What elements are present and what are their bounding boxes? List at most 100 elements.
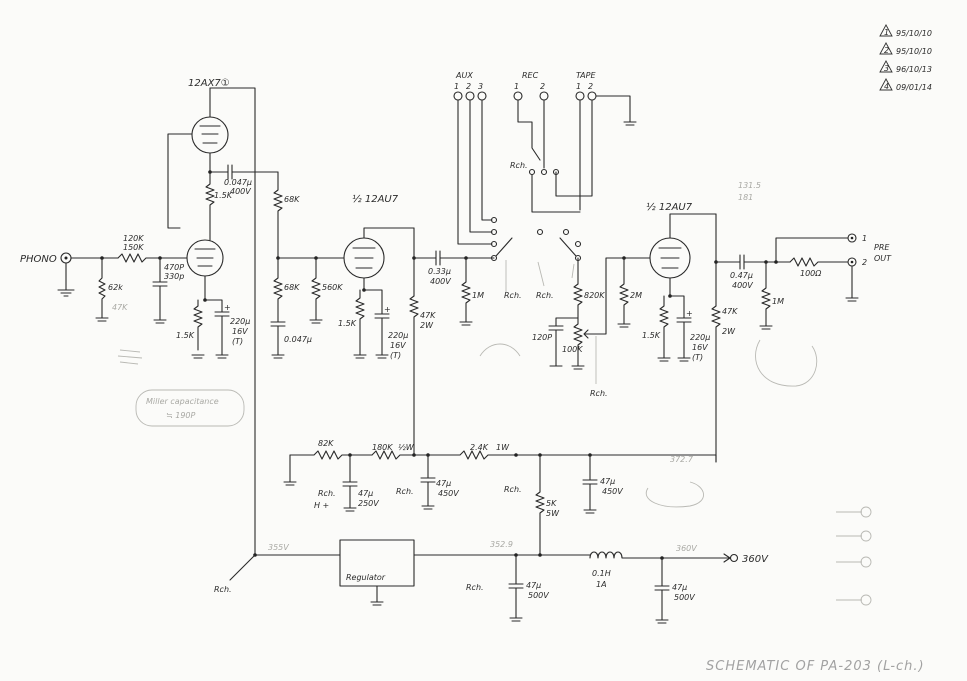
pre-out-pin-1: 1 [862, 234, 867, 243]
label-100ohm: 100Ω [800, 269, 822, 278]
revision-list: 1 95/10/10 2 95/10/10 3 96/10/13 4 09/01… [879, 24, 932, 92]
label-330p: 330p [164, 272, 184, 281]
miller-note-value: ≒ 190P [166, 411, 196, 420]
label-820k: 820K [584, 291, 605, 300]
revision-mark-2: 2 [879, 42, 893, 55]
pre-out-label-1: PRE [874, 243, 890, 252]
tape-pin-2: 2 [588, 82, 593, 91]
revision-mark-3: 3 [879, 60, 893, 73]
tube-12au7-b [649, 213, 717, 297]
resistor-1-5k-c [353, 289, 367, 359]
rec-jacks [513, 91, 549, 169]
label-t-c: (T) [692, 353, 703, 362]
label-470p: 470P [164, 263, 184, 272]
tube-12ax7-upper [167, 87, 229, 229]
label-033u: 0.33μ [428, 267, 451, 276]
label-82k: 82K [318, 439, 334, 448]
label-0047u: 0.047μ [284, 335, 312, 344]
label-rch-switch: Rch. [510, 161, 528, 170]
label-5k: 5K [546, 499, 557, 508]
aux-label: AUX [455, 71, 473, 80]
label-500v-b: 500V [674, 593, 695, 602]
pencil-connector-notes [836, 511, 862, 601]
label-2-4k: 2.4K [470, 443, 489, 452]
revision-date-3: 96/10/13 [896, 65, 932, 74]
regulator-label: Regulator [346, 573, 386, 582]
label-47k-input: 47K [112, 303, 128, 312]
resistor-1-5k-a [205, 177, 215, 241]
label-62k: 62k [108, 283, 123, 292]
resistor-560k [309, 257, 323, 324]
aux-pin-2: 2 [466, 82, 471, 91]
label-2w-b: 2W [722, 327, 736, 336]
label-400v-b: 400V [430, 277, 451, 286]
label-01h: 0.1H [592, 569, 611, 578]
label-16v-c: 16V [692, 343, 708, 352]
note-3727: 372.7 [670, 455, 694, 464]
pre-out-pin-2: 2 [862, 258, 867, 267]
pencil-scribble-2 [479, 343, 521, 357]
tube-12ax7-lower [175, 239, 224, 301]
note-3529: 352.9 [490, 540, 513, 549]
label-47k-b: 47K [722, 307, 738, 316]
rec-pin-1: 1 [514, 82, 519, 91]
label-5w: 5W [546, 509, 560, 518]
resistor-1-5k-d [657, 295, 671, 362]
resistor-68k-a [273, 171, 283, 259]
label-450v-a: 450V [438, 489, 459, 498]
resistor-100ohm [789, 257, 849, 267]
aux-pin-1: 1 [454, 82, 459, 91]
capacitor-47u-d [508, 554, 524, 622]
label-rch-sel-1: Rch. [504, 291, 522, 300]
aux-pin-3: 3 [478, 82, 483, 91]
revision-mark-4: 4 [879, 78, 893, 91]
rail-ground-left [283, 454, 297, 486]
miller-note-text: Miller capacitance [146, 397, 219, 406]
capacitor-220u-b: + [363, 289, 391, 359]
label-150k: 150K [123, 243, 144, 252]
label-rch-pot: Rch. [590, 389, 608, 398]
schematic-title: SCHEMATIC OF PA-203 (L-ch.) [706, 659, 925, 674]
label-2m: 2M [630, 291, 642, 300]
label-1-5k-a: 1.5K [214, 191, 233, 200]
note-1315: 131.5 [738, 181, 761, 190]
label-47u-e: 47μ [672, 583, 687, 592]
label-t-a: (T) [232, 337, 243, 346]
pre-out-label-2: OUT [874, 254, 892, 263]
capacitor-047-output [715, 254, 791, 270]
svg-text:2: 2 [884, 46, 889, 55]
label-1m-a: 1M [472, 291, 484, 300]
rec-label: REC [522, 71, 539, 80]
resistor-820k [573, 283, 583, 319]
tube-12au7-a [339, 227, 415, 291]
capacitor-220u-c: + [669, 295, 693, 362]
revision-date-1: 95/10/10 [896, 29, 932, 38]
pencil-scribble-1 [117, 349, 143, 365]
resistor-62k [95, 257, 109, 322]
label-1-5k-c: 1.5K [338, 319, 357, 328]
supply-lead-rch [229, 554, 256, 581]
regulator-block [339, 539, 415, 606]
label-1-5k-d: 1.5K [642, 331, 661, 340]
label-1m-b: 1M [772, 297, 784, 306]
label-rch-rail-1: Rch. [396, 487, 414, 496]
label-hplus: H + [314, 501, 329, 510]
label-half-w: ½W [398, 443, 415, 452]
switch-gang-link [505, 260, 575, 292]
resistor-2m [617, 257, 631, 328]
label-rch-sel-2: Rch. [536, 291, 554, 300]
label-120p: 120P [532, 333, 552, 342]
choke-inductor [589, 551, 721, 559]
svg-text:1: 1 [884, 28, 889, 37]
revision-date-4: 09/01/14 [896, 83, 932, 92]
grid-wire-stage3 [595, 257, 651, 335]
b-plus-trunk-1 [209, 87, 256, 556]
resistor-47k-2w-b [711, 305, 721, 463]
note-181: 181 [738, 193, 753, 202]
label-220u-b: 220μ [388, 331, 408, 340]
capacitor-220u-a: + [204, 299, 231, 359]
rec-pin-2: 2 [540, 82, 545, 91]
label-450v-b: 450V [602, 487, 623, 496]
